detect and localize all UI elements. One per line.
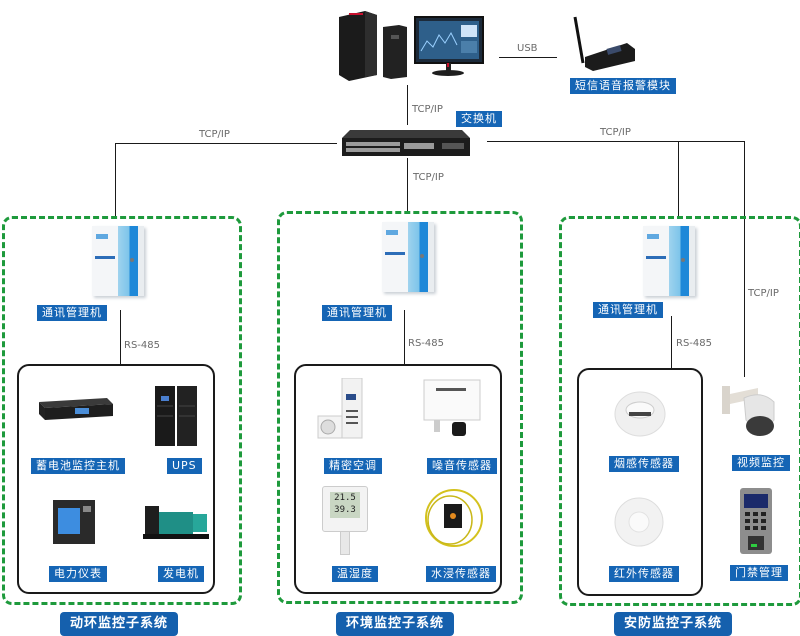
center-uplink-label: TCP/IP bbox=[413, 172, 444, 183]
device-label-noise-sensor: 噪音传感器 bbox=[427, 458, 497, 474]
rs485-line-3 bbox=[671, 316, 672, 368]
temperature-readout: 21.5 bbox=[334, 493, 356, 503]
precision-ac-icon bbox=[317, 378, 363, 439]
left-uplink-label: TCP/IP bbox=[199, 129, 230, 140]
device-label-power-meter: 电力仪表 bbox=[49, 566, 107, 582]
device-label-ups: UPS bbox=[167, 458, 202, 474]
ups-icon bbox=[155, 386, 197, 446]
switch-icon bbox=[342, 130, 470, 156]
subsystem-caption-security: 安防监控子系统 bbox=[614, 612, 733, 636]
device-label-generator: 发电机 bbox=[158, 566, 204, 582]
power-env-subsystem-zone bbox=[2, 216, 242, 605]
left-uplink-vertical bbox=[115, 143, 116, 218]
gsm-modem-icon bbox=[573, 16, 635, 71]
access-control-icon bbox=[740, 488, 772, 554]
workstation-icon bbox=[339, 11, 484, 81]
usb-link-line bbox=[499, 57, 557, 58]
device-label-access-control: 门禁管理 bbox=[730, 565, 788, 581]
device-label-battery: 蓄电池监控主机 bbox=[31, 458, 125, 474]
video-link-line bbox=[744, 141, 745, 377]
subsystem-caption-environment: 环境监控子系统 bbox=[336, 612, 455, 636]
infrared-sensor-icon bbox=[614, 497, 664, 547]
device-label-water-leak: 水浸传感器 bbox=[426, 566, 496, 582]
video-link-label: TCP/IP bbox=[748, 288, 779, 299]
environment-device-group: 精密空调 噪音传感器 21.5 39.3 温湿度 水浸传感器 bbox=[294, 364, 502, 594]
sms-module-label: 短信语音报警模块 bbox=[570, 78, 676, 94]
smoke-detector-icon bbox=[614, 391, 666, 437]
device-label-video: 视频监控 bbox=[732, 455, 790, 471]
center-uplink-line bbox=[407, 158, 408, 213]
ptz-camera-icon bbox=[722, 386, 775, 436]
subsystem-caption-power: 动环监控子系统 bbox=[60, 612, 179, 636]
host-switch-line bbox=[407, 85, 408, 125]
battery-monitor-icon bbox=[39, 398, 113, 420]
switch-label: 交换机 bbox=[456, 111, 502, 127]
rs485-label-1: RS-485 bbox=[124, 340, 160, 351]
comm-manager-label-2: 通讯管理机 bbox=[322, 305, 392, 321]
environment-subsystem-zone bbox=[277, 211, 523, 604]
right-uplink-horizontal bbox=[487, 141, 744, 142]
device-label-infrared: 红外传感器 bbox=[609, 566, 679, 582]
device-label-temp-humidity: 温湿度 bbox=[332, 566, 378, 582]
water-leak-sensor-icon bbox=[425, 489, 483, 547]
host-switch-label: TCP/IP bbox=[412, 104, 443, 115]
rs485-line-2 bbox=[404, 310, 405, 365]
humidity-readout: 39.3 bbox=[334, 505, 356, 515]
rs485-line-1 bbox=[120, 310, 121, 365]
right-uplink-label: TCP/IP bbox=[600, 127, 631, 138]
rs485-label-3: RS-485 bbox=[676, 338, 712, 349]
comm-manager-label-3: 通讯管理机 bbox=[593, 302, 663, 318]
comm-manager-device-2 bbox=[382, 222, 434, 292]
right-uplink-vertical bbox=[678, 141, 679, 219]
generator-icon bbox=[143, 506, 209, 539]
comm-manager-device-3 bbox=[643, 226, 695, 296]
device-label-precision-ac: 精密空调 bbox=[324, 458, 382, 474]
temp-humidity-sensor: 21.5 39.3 bbox=[322, 486, 372, 556]
sms-voice-alarm-module bbox=[567, 15, 667, 75]
comm-manager-label-1: 通讯管理机 bbox=[37, 305, 107, 321]
noise-sensor-icon bbox=[423, 379, 481, 436]
left-uplink-horizontal bbox=[115, 143, 337, 144]
network-switch bbox=[342, 128, 470, 158]
usb-link-label: USB bbox=[517, 43, 538, 54]
power-device-group: 蓄电池监控主机 UPS 电力仪表 发电机 bbox=[17, 364, 215, 594]
comm-manager-device-1 bbox=[92, 226, 144, 296]
rs485-label-2: RS-485 bbox=[408, 338, 444, 349]
host-computer bbox=[335, 5, 485, 85]
security-device-group: 烟感传感器 红外传感器 bbox=[577, 368, 703, 596]
device-label-smoke: 烟感传感器 bbox=[609, 456, 679, 472]
power-meter-icon bbox=[53, 500, 95, 544]
